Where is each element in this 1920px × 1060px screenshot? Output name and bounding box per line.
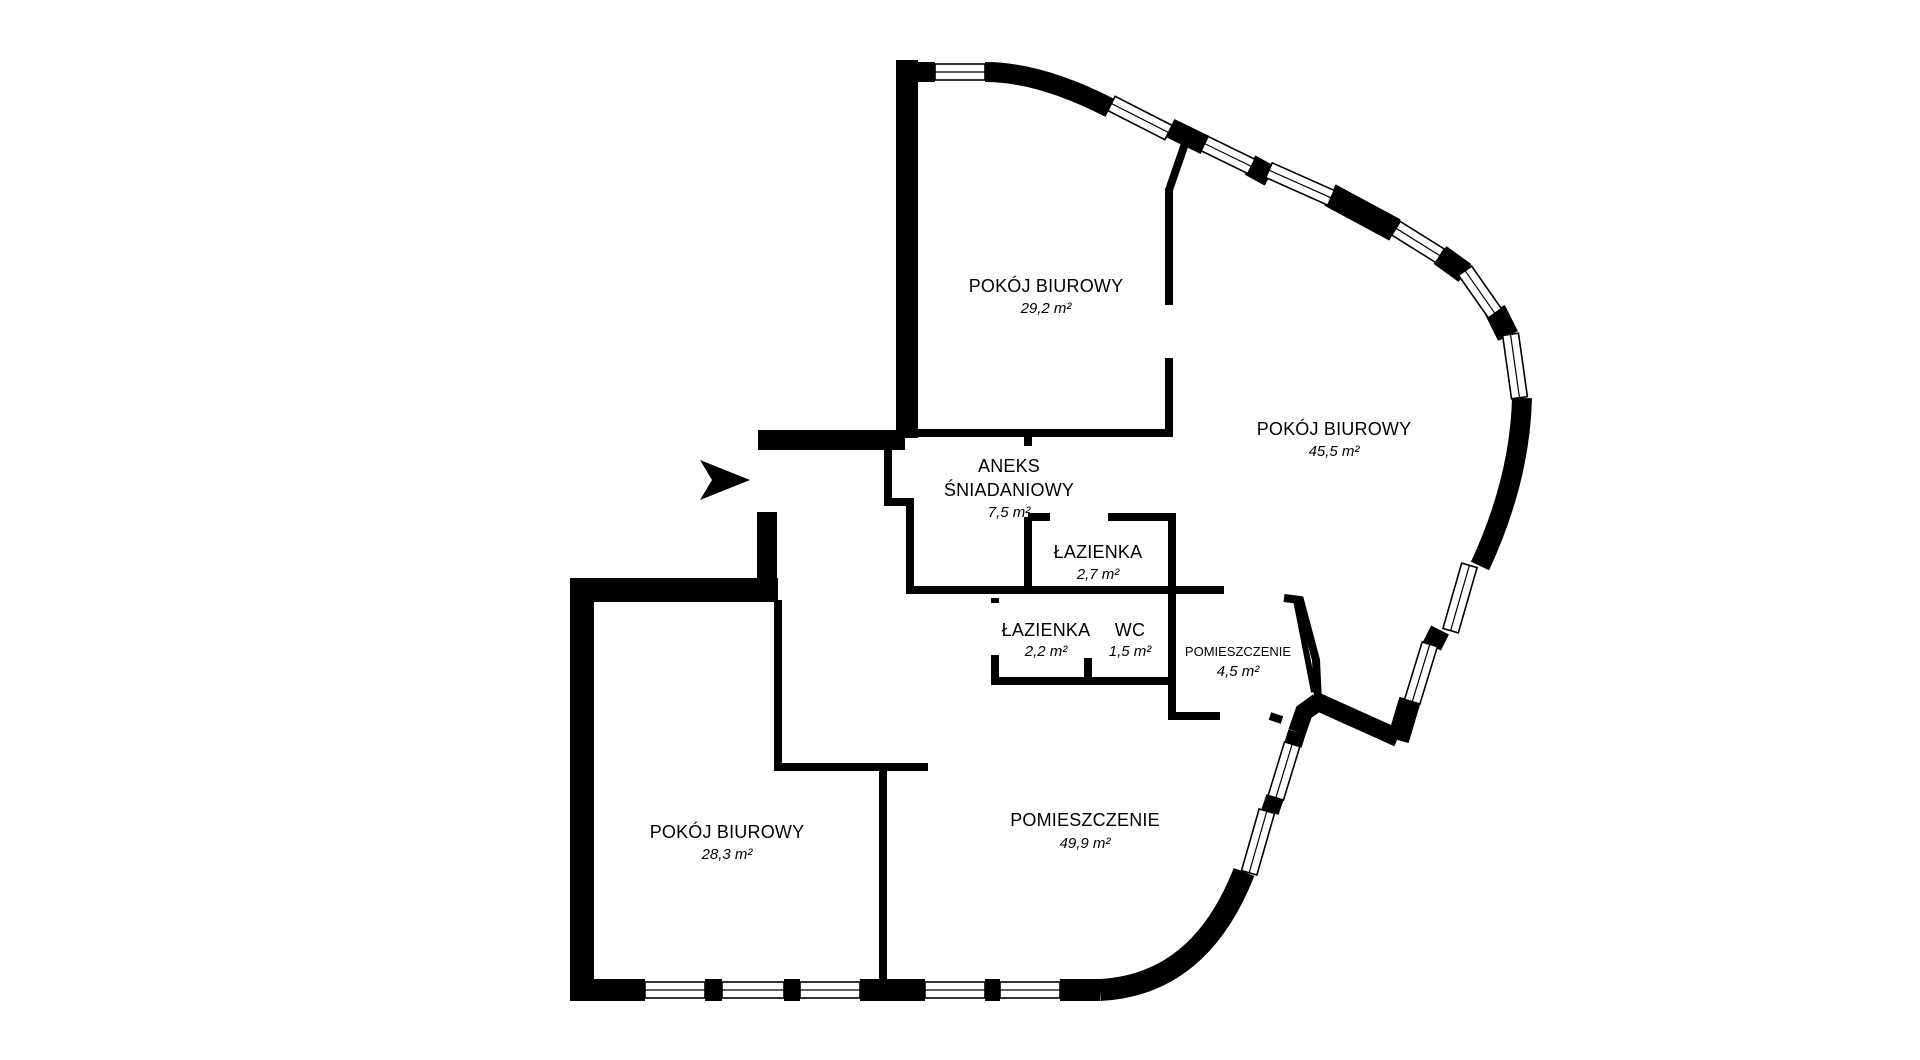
room-name-line1: ANEKS xyxy=(978,456,1040,476)
room-area: 1,5 m² xyxy=(1109,643,1153,660)
room-label-office-left: POKÓJ BIUROWY 28,3 m² xyxy=(650,821,805,863)
room-area: 29,2 m² xyxy=(1020,300,1073,317)
window xyxy=(1441,562,1479,634)
entrance-arrow-icon xyxy=(700,460,750,500)
room-area: 49,9 m² xyxy=(1060,835,1112,852)
room-area: 4,5 m² xyxy=(1217,663,1261,680)
room-name: POKÓJ BIUROWY xyxy=(969,275,1124,296)
room-label-bathroom-1: ŁAZIENKA 2,7 m² xyxy=(1054,542,1143,583)
interior-walls xyxy=(774,133,1322,980)
window xyxy=(924,981,986,999)
room-area: 7,5 m² xyxy=(988,504,1032,521)
room-name: ŁAZIENKA xyxy=(1002,620,1091,640)
window xyxy=(1200,135,1256,175)
room-name: POKÓJ BIUROWY xyxy=(650,821,805,842)
window xyxy=(1106,95,1174,141)
room-label-office-top: POKÓJ BIUROWY 29,2 m² xyxy=(969,275,1124,317)
window xyxy=(1501,332,1529,400)
room-name: POMIESZCZENIE xyxy=(1010,810,1160,830)
window xyxy=(1390,220,1446,264)
window xyxy=(799,981,861,999)
room-name: POKÓJ BIUROWY xyxy=(1257,418,1412,439)
room-area: 2,7 m² xyxy=(1076,566,1121,583)
room-area: 28,3 m² xyxy=(701,846,754,863)
window xyxy=(644,981,706,999)
window xyxy=(999,981,1061,999)
room-label-wc: WC 1,5 m² xyxy=(1109,620,1153,660)
room-name: WC xyxy=(1115,620,1145,640)
room-label-office-right: POKÓJ BIUROWY 45,5 m² xyxy=(1257,418,1412,460)
windows xyxy=(644,63,1529,999)
window xyxy=(1403,640,1439,706)
room-area: 45,5 m² xyxy=(1309,443,1361,460)
window xyxy=(1264,161,1336,207)
room-name: ŁAZIENKA xyxy=(1054,542,1143,562)
window xyxy=(1457,264,1503,320)
room-name-line2: ŚNIADANIOWY xyxy=(944,479,1074,500)
room-area: 2,2 m² xyxy=(1024,643,1069,660)
room-name: POMIESZCZENIE xyxy=(1185,644,1292,659)
room-label-storage: POMIESZCZENIE 4,5 m² xyxy=(1185,644,1292,680)
window xyxy=(721,981,785,999)
room-label-main-room: POMIESZCZENIE 49,9 m² xyxy=(1010,810,1160,852)
exterior-walls xyxy=(570,60,1532,1001)
room-label-bathroom-2: ŁAZIENKA 2,2 m² xyxy=(1002,620,1091,660)
room-label-kitchenette: ANEKS ŚNIADANIOWY 7,5 m² xyxy=(944,456,1074,521)
window xyxy=(1267,740,1301,802)
window xyxy=(1240,808,1276,876)
window xyxy=(934,63,986,81)
